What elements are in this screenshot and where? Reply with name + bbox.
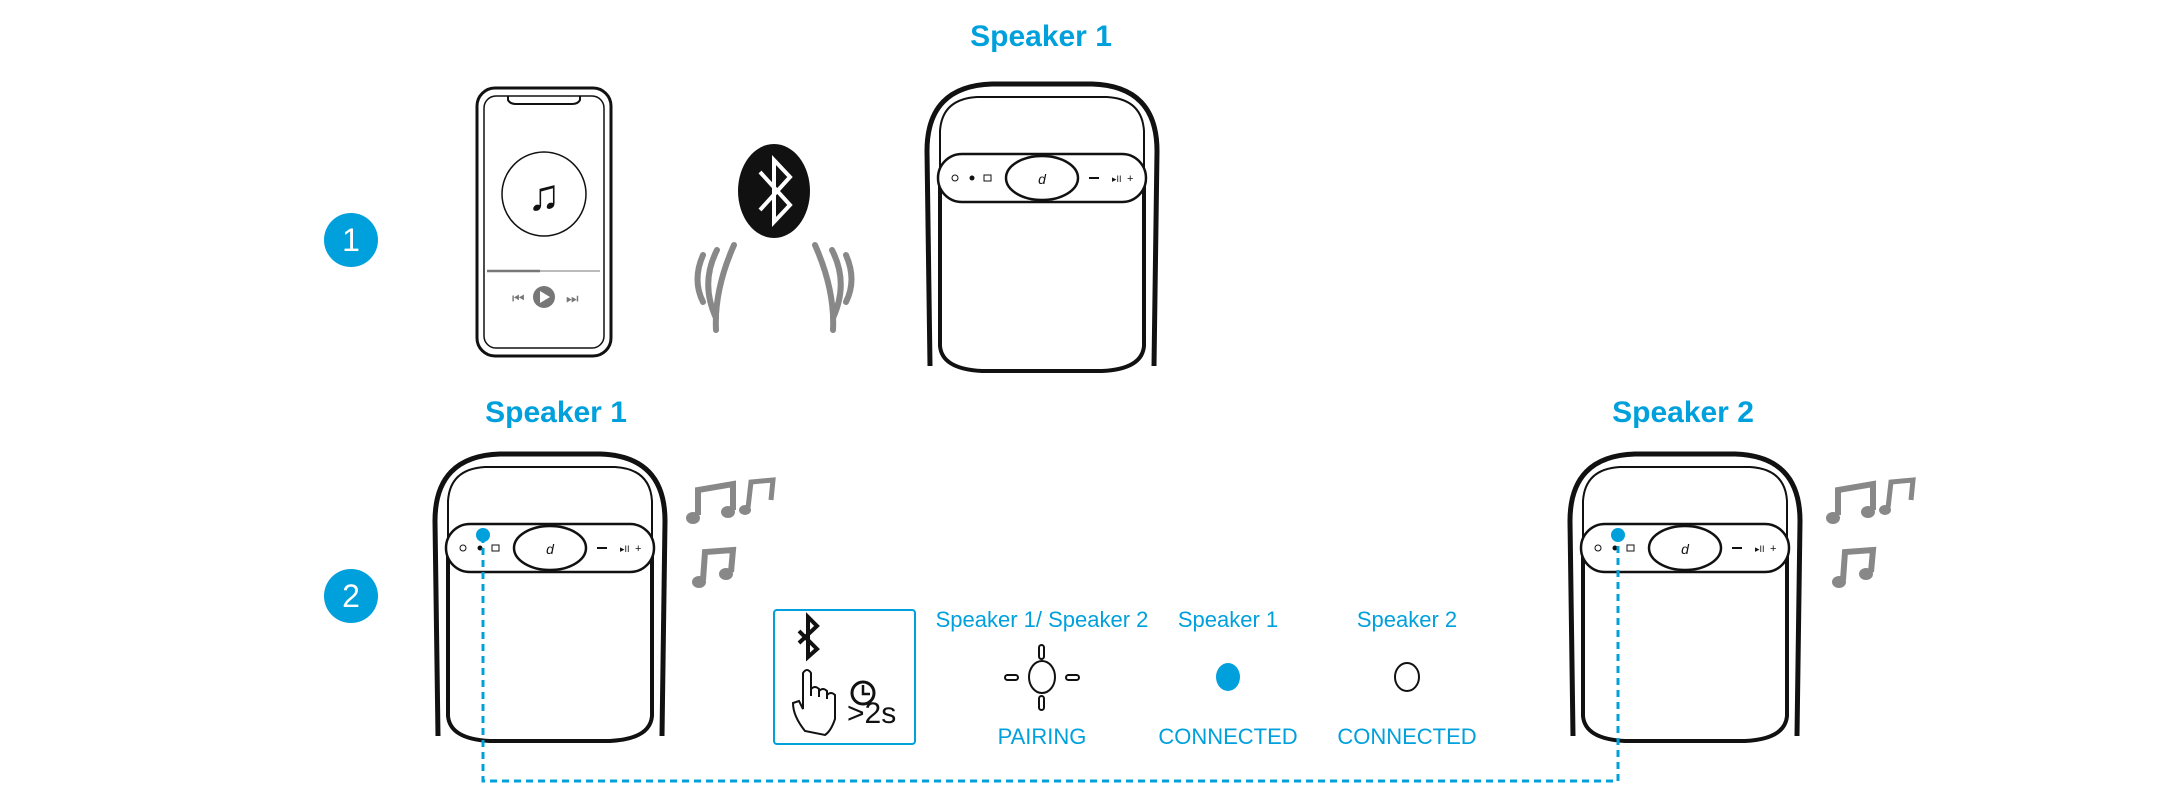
smartphone-icon: ♫ ⏮ ⏭: [475, 86, 613, 358]
step-2-badge: 2: [324, 569, 378, 623]
legend-state-pairing: PAIRING: [997, 724, 1087, 749]
speaker-1-step1: [927, 84, 1157, 371]
legend-title-speaker2: Speaker 2: [1356, 607, 1458, 632]
music-notes-icon: [1826, 480, 1913, 588]
signal-waves-icon: [694, 242, 855, 333]
svg-text:♫: ♫: [528, 171, 561, 220]
legend-state-speaker1: CONNECTED: [1158, 724, 1298, 749]
instruction-box: >2s: [773, 609, 916, 745]
bluetooth-press-hold-icon: [791, 612, 876, 737]
connected-led-solid-icon: [1216, 663, 1240, 691]
legend-title-pairing: Speaker 1/ Speaker 2: [935, 607, 1149, 632]
bluetooth-icon: [738, 144, 810, 238]
bluetooth-button-marker: [476, 528, 490, 542]
step2-speaker2-label: Speaker 2: [1612, 396, 1754, 429]
connected-led-off-icon: [1394, 662, 1420, 692]
pairing-led-icon: [1004, 644, 1080, 711]
bluetooth-button-marker: [1611, 528, 1625, 542]
hold-duration: >2s: [847, 697, 897, 730]
svg-text:⏭: ⏭: [566, 290, 579, 306]
step-1-badge: 1: [324, 213, 378, 267]
speaker-1-step2: [435, 454, 665, 741]
legend-title-speaker1: Speaker 1: [1177, 607, 1279, 632]
speaker-2-step2: [1570, 454, 1800, 741]
music-notes-icon: [686, 480, 773, 588]
legend-state-speaker2: CONNECTED: [1337, 724, 1477, 749]
svg-text:⏮: ⏮: [512, 290, 525, 306]
step1-speaker-label: Speaker 1: [970, 20, 1112, 53]
step2-speaker1-label: Speaker 1: [485, 396, 627, 429]
connection-line: [481, 536, 1620, 783]
